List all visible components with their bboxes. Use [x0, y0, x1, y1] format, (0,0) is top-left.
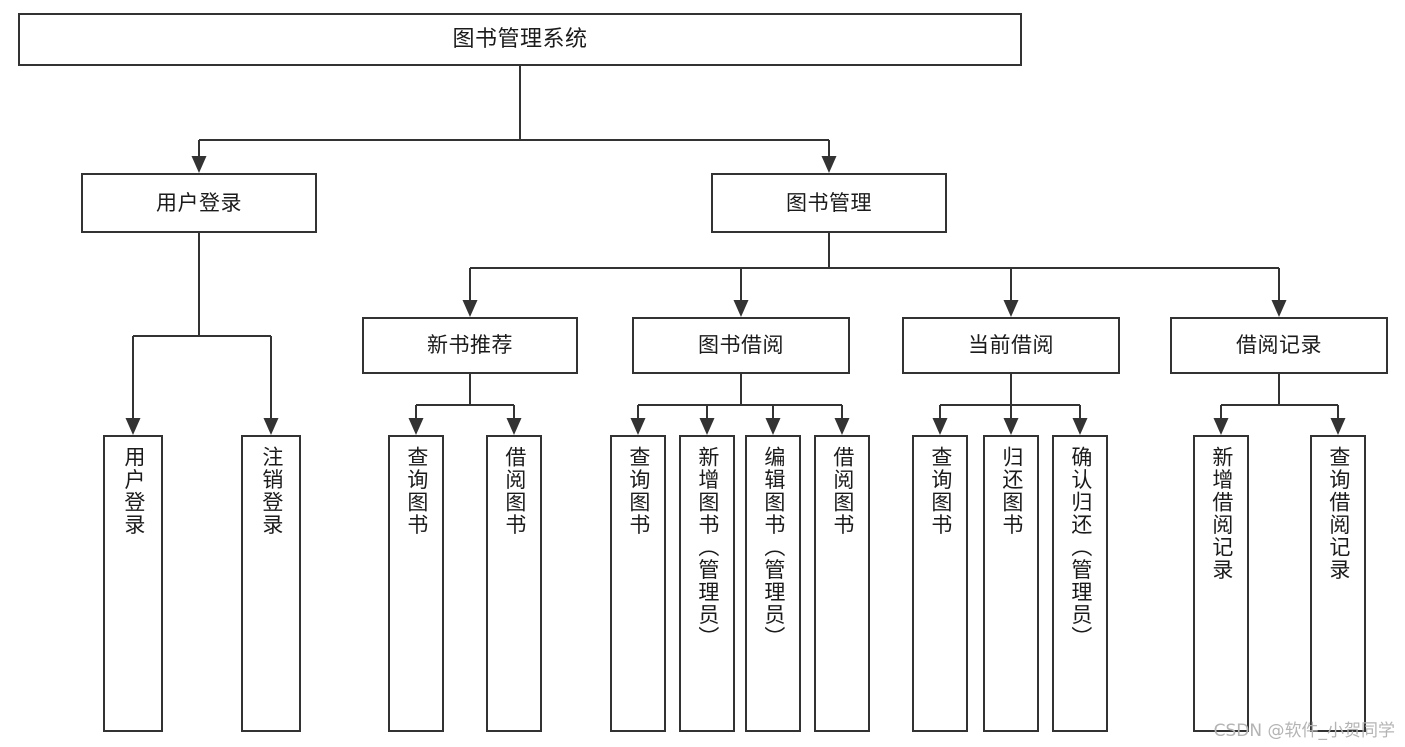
node-book-borrow[interactable]: 图书借阅	[632, 317, 850, 374]
node-book-manage[interactable]: 图书管理	[711, 173, 947, 233]
node-current-borrow[interactable]: 当前借阅	[902, 317, 1120, 374]
node-label: 查询图书	[404, 446, 429, 536]
node-label: 图书管理系统	[452, 26, 588, 52]
node-leaf-query-book-3[interactable]: 查询图书	[912, 435, 968, 732]
node-root-system[interactable]: 图书管理系统	[18, 13, 1022, 66]
node-leaf-query-book-1[interactable]: 查询图书	[388, 435, 444, 732]
node-borrow-record[interactable]: 借阅记录	[1170, 317, 1388, 374]
node-label: 借阅图书	[830, 446, 855, 536]
node-leaf-edit-book-admin[interactable]: 编辑图书（管理员）	[745, 435, 801, 732]
node-label: 新书推荐	[427, 333, 513, 358]
node-label: 借阅图书	[502, 446, 527, 536]
node-label: 归还图书	[999, 446, 1024, 536]
node-leaf-query-book-2[interactable]: 查询图书	[610, 435, 666, 732]
node-user-login[interactable]: 用户登录	[81, 173, 317, 233]
node-label: 新增借阅记录	[1209, 446, 1234, 581]
node-label: 当前借阅	[968, 333, 1054, 358]
node-new-book-recommend[interactable]: 新书推荐	[362, 317, 578, 374]
node-leaf-borrow-book-1[interactable]: 借阅图书	[486, 435, 542, 732]
node-label: 查询借阅记录	[1326, 446, 1351, 581]
node-leaf-borrow-book-2[interactable]: 借阅图书	[814, 435, 870, 732]
node-leaf-return-book[interactable]: 归还图书	[983, 435, 1039, 732]
node-leaf-user-login[interactable]: 用户登录	[103, 435, 163, 732]
node-label: 借阅记录	[1236, 333, 1322, 358]
node-label: 查询图书	[928, 446, 953, 536]
node-label: 图书借阅	[698, 333, 784, 358]
node-leaf-add-borrow-record[interactable]: 新增借阅记录	[1193, 435, 1249, 732]
node-label: 用户登录	[156, 190, 242, 215]
node-leaf-add-book-admin[interactable]: 新增图书（管理员）	[679, 435, 735, 732]
node-label: 编辑图书（管理员）	[761, 446, 786, 649]
node-label: 用户登录	[121, 446, 146, 536]
node-label: 新增图书（管理员）	[695, 446, 720, 649]
node-leaf-confirm-return-admin[interactable]: 确认归还（管理员）	[1052, 435, 1108, 732]
node-label: 确认归还（管理员）	[1068, 446, 1093, 649]
node-label: 图书管理	[786, 190, 872, 215]
node-leaf-logout-login[interactable]: 注销登录	[241, 435, 301, 732]
node-label: 查询图书	[626, 446, 651, 536]
node-leaf-query-borrow-record[interactable]: 查询借阅记录	[1310, 435, 1366, 732]
watermark-text: CSDN @软件_小贺同学	[1213, 721, 1395, 741]
node-label: 注销登录	[259, 446, 284, 536]
